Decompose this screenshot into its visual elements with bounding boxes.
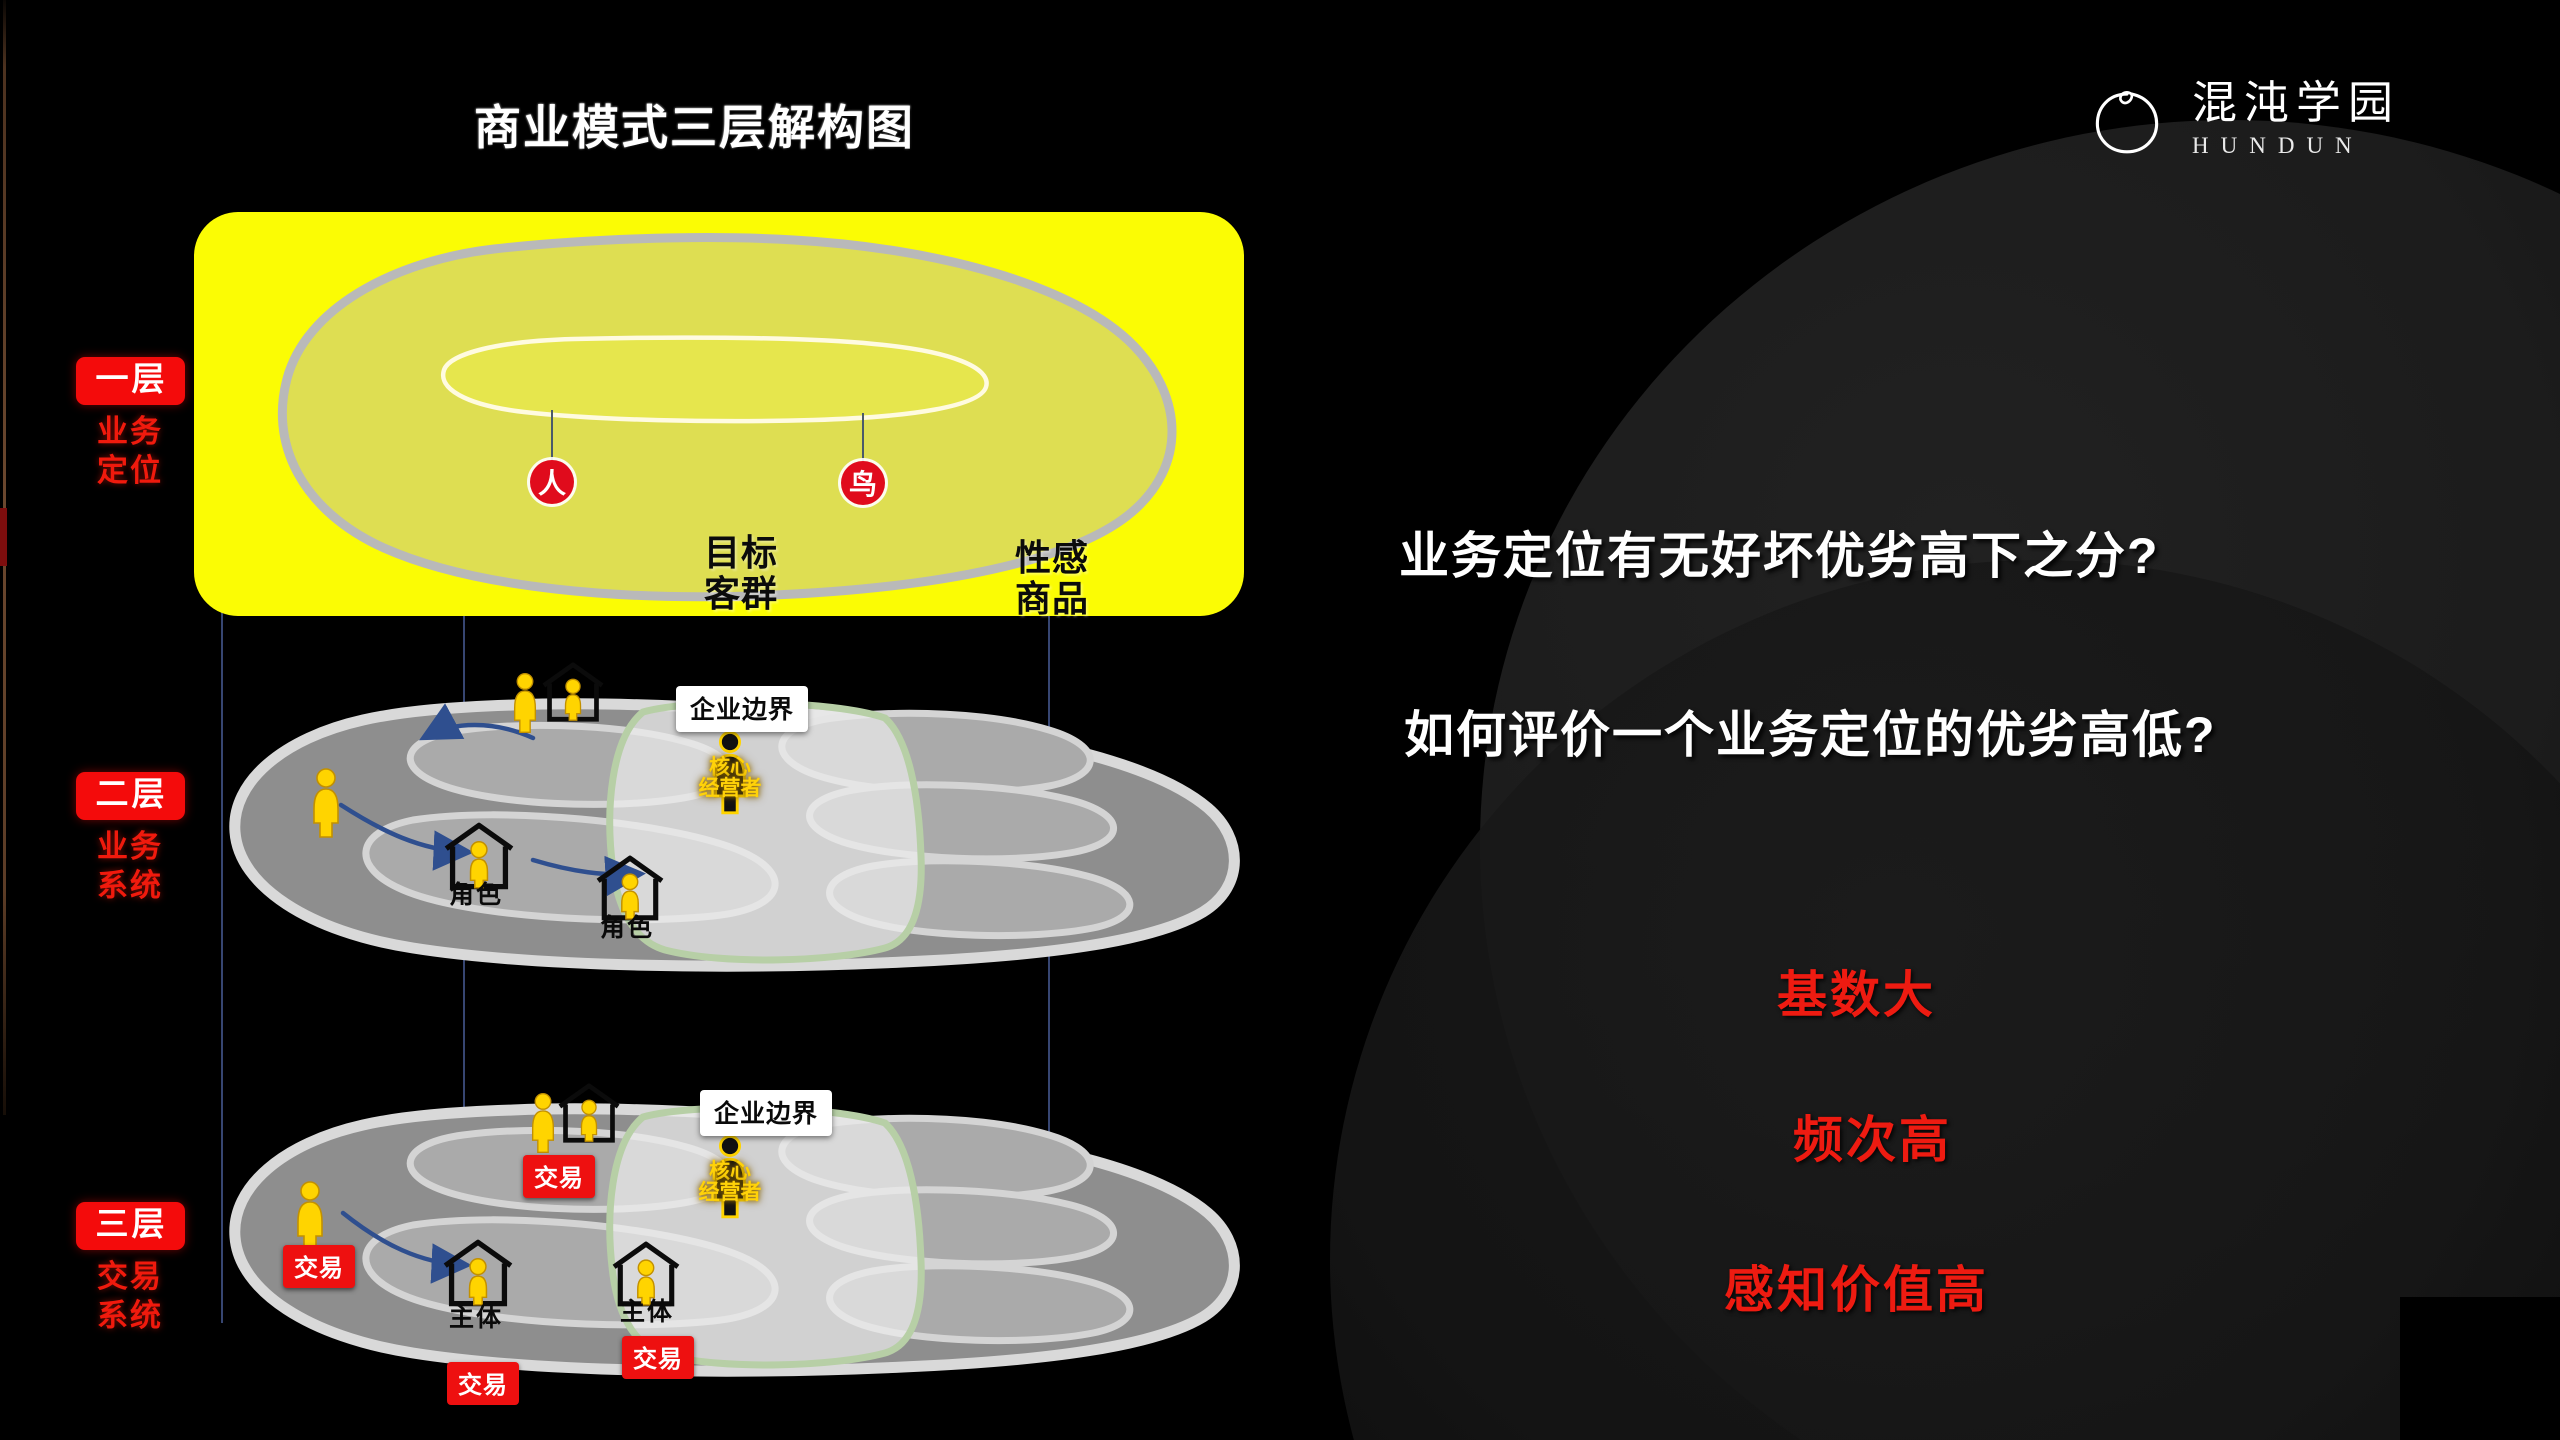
layer-connector-left [221,433,223,1323]
layer2-role-label-a: 角色 [449,881,504,909]
brand-logo: 混沌学园 HUNDUN [2088,80,2400,159]
layer-2-badge: 二层 [75,772,185,820]
layer3-core-operator-icon [712,1128,748,1229]
page-title: 商业模式三层解构图 [474,101,915,154]
brand-name-cn: 混沌学园 [2192,78,2401,128]
layer-label-3: 三层 交易 系统 [50,1202,210,1335]
bottom-right-dark-panel [2400,1297,2560,1440]
left-edge-red-tick [0,508,7,566]
layer3-core-operator-label: 核心 经营者 [698,1160,762,1205]
layer3-house-icon-subject-b [610,1240,682,1313]
layer1-pin-left [551,410,553,468]
layer1-pin-right [862,413,864,471]
layer-2-name: 业务 系统 [97,828,163,903]
layer2-role-label-b: 角色 [600,914,655,942]
layer3-subject-label-b: 主体 [620,1298,675,1326]
layer2-core-operator-label: 核心 经营者 [698,756,762,801]
layer-1-badge: 一层 [75,357,185,405]
layer2-core-operator-icon [712,724,748,825]
layer3-subject-label-a: 主体 [449,1304,504,1332]
layer2-person-icon-left [311,767,341,844]
layer3-trade-badge-1: 交易 [283,1245,355,1288]
layer-3-name: 交易 系统 [97,1258,163,1333]
criterion-frequency: 频次高 [1793,1112,1952,1168]
layer-1-card: 目标 客群 性感 商品 [194,212,1244,619]
layer2-person-icon-top [512,672,538,739]
layer1-person-dot-icon: 人 [530,460,574,504]
layer3-trade-badge-3: 交易 [447,1362,519,1405]
layer-1-name: 业务 定位 [97,413,163,488]
question-line-2: 如何评价一个业务定位的优劣高低? [1404,707,2217,763]
layer1-bird-dot-icon: 鸟 [841,461,885,505]
layer-label-2: 二层 业务 系统 [50,772,210,905]
brand-name-en: HUNDUN [2192,132,2364,158]
layer3-trade-badge-2: 交易 [523,1155,595,1198]
layer2-enterprise-boundary-tag: 企业边界 [676,686,809,732]
layer3-person-icon-top [530,1092,556,1159]
background-orb-upper [1480,120,2560,1440]
criterion-perceived-value: 感知价值高 [1724,1262,1989,1318]
apple-circle-mark-icon [2088,80,2166,158]
brand-wordmark: 混沌学园 HUNDUN [2192,80,2400,159]
layer3-house-icon-top [556,1082,622,1149]
question-line-1: 业务定位有无好坏优劣高下之分? [1399,528,2160,584]
criterion-base-size: 基数大 [1777,967,1936,1023]
layer3-trade-badge-4: 交易 [622,1336,694,1379]
layer-label-1: 一层 业务 定位 [50,357,210,490]
layer3-enterprise-boundary-tag: 企业边界 [700,1090,833,1136]
layer1-sexy-product-label: 性感 商品 [1015,537,1090,620]
layer1-target-customer-label: 目标 客群 [704,532,779,615]
layer-3-badge: 三层 [75,1202,185,1250]
layer2-house-icon-top [540,661,606,728]
